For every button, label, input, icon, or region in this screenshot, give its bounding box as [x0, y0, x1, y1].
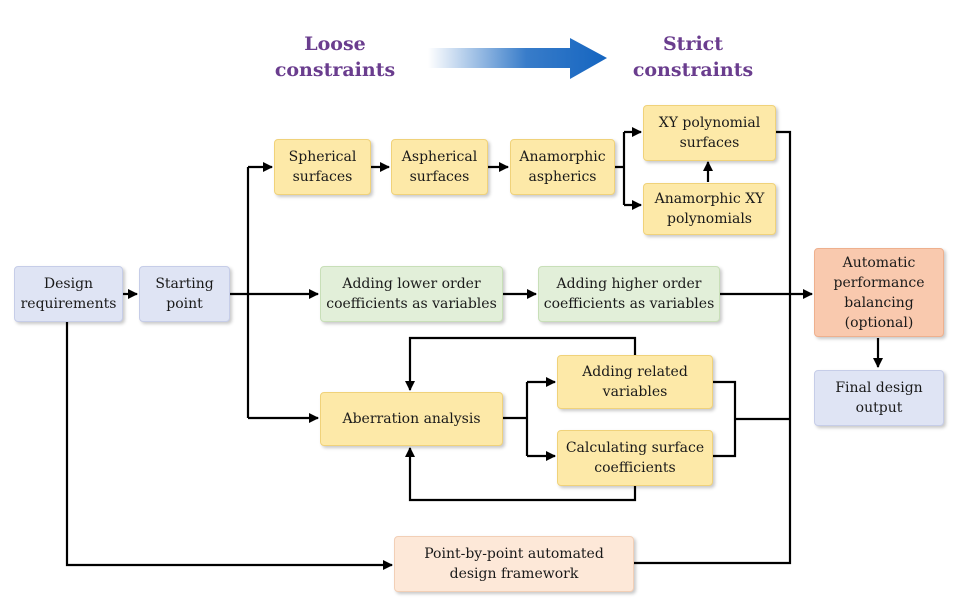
- loop-collector-line: [713, 380, 790, 458]
- aberration-analysis-box: Aberration analysis: [320, 392, 503, 446]
- split-aberration: [503, 382, 529, 456]
- feedback-bottom: [405, 447, 637, 502]
- feedback-top: [405, 336, 637, 391]
- right-collector-line: [634, 130, 792, 565]
- loose-to-strict-arrow: [428, 38, 607, 79]
- split-anamorphic: [615, 132, 626, 205]
- arrow-requirements-to-point-by-point: [65, 322, 393, 570]
